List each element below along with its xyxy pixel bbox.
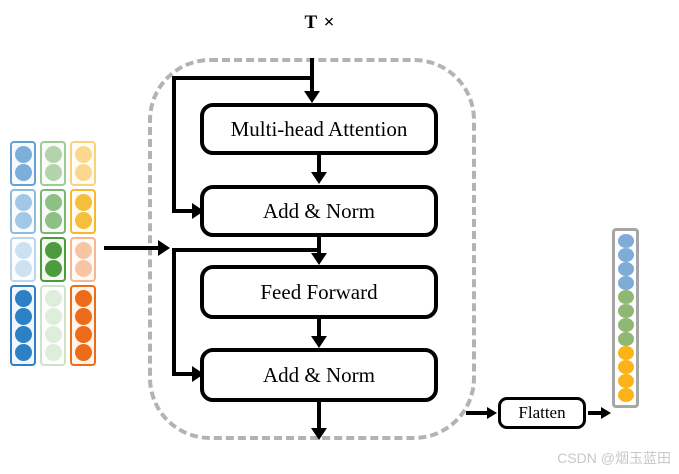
output-token-dot xyxy=(617,248,634,262)
input-token-dot xyxy=(44,212,62,229)
addnorm1-to-ff-arrow-head xyxy=(311,253,327,265)
flatten-to-output-arrow-head xyxy=(601,407,611,419)
input-token-dot xyxy=(74,212,92,229)
input-token-dot xyxy=(14,242,32,259)
input-token-dot xyxy=(74,344,92,361)
residual-2-vertical xyxy=(172,248,176,374)
input-token-cell xyxy=(10,141,36,186)
input-token-column xyxy=(40,141,66,366)
input-token-cell xyxy=(10,189,36,234)
input-token-dot xyxy=(14,146,32,163)
mha-to-addnorm1-line xyxy=(317,155,321,174)
residual-1-bottom xyxy=(172,209,194,213)
input-token-dot xyxy=(44,290,62,307)
input-token-cell xyxy=(40,237,66,282)
residual-1-top xyxy=(172,76,312,80)
residual-2-top xyxy=(172,248,319,252)
input-token-dot xyxy=(44,164,62,181)
input-token-dot xyxy=(74,326,92,343)
output-token-dot xyxy=(617,234,634,248)
input-token-dot xyxy=(14,290,32,307)
ff-to-addnorm2-arrow-head xyxy=(311,336,327,348)
input-token-dot xyxy=(44,344,62,361)
add-norm-1-label: Add & Norm xyxy=(263,198,375,223)
mha-to-addnorm1-arrow-head xyxy=(311,172,327,184)
ff-to-addnorm2-line xyxy=(317,319,321,340)
input-token-dot xyxy=(14,326,32,343)
input-token-dot xyxy=(14,212,32,229)
output-token-dot xyxy=(617,304,634,318)
input-token-dot xyxy=(14,308,32,325)
output-token-dot xyxy=(617,332,634,346)
encoder-output-arrow-head xyxy=(311,428,327,440)
add-norm-2-block[interactable]: Add & Norm xyxy=(200,348,438,402)
residual-1-vertical xyxy=(172,76,176,211)
input-token-dot xyxy=(74,164,92,181)
input-token-dot xyxy=(44,308,62,325)
entry-line xyxy=(310,58,314,94)
input-token-dot xyxy=(74,260,92,277)
output-token-dot xyxy=(617,318,634,332)
input-token-dot xyxy=(14,344,32,361)
addnorm1-to-ff-line xyxy=(317,237,321,257)
add-norm-2-label: Add & Norm xyxy=(263,362,375,387)
output-token-dot xyxy=(617,388,634,402)
input-token-dot xyxy=(74,290,92,307)
watermark: CSDN @烟玉蓝田 xyxy=(557,450,671,466)
repeat-count-label: T × xyxy=(304,12,336,33)
output-token-dot xyxy=(617,262,634,276)
input-token-cell xyxy=(40,189,66,234)
input-token-dot xyxy=(74,146,92,163)
input-token-cell xyxy=(70,285,96,366)
input-token-cell xyxy=(70,237,96,282)
flatten-to-output-line xyxy=(588,411,606,415)
encoder-to-flatten-line xyxy=(466,411,490,415)
input-token-cell xyxy=(10,285,36,366)
input-token-dot xyxy=(44,242,62,259)
input-token-cell xyxy=(10,237,36,282)
input-token-matrix xyxy=(10,141,96,366)
output-token-dot xyxy=(617,360,634,374)
feed-forward-label: Feed Forward xyxy=(260,279,378,304)
input-token-column xyxy=(10,141,36,366)
output-token-column xyxy=(612,228,639,408)
input-token-dot xyxy=(44,146,62,163)
input-token-cell xyxy=(70,189,96,234)
feed-forward-block[interactable]: Feed Forward xyxy=(200,265,438,319)
encoder-output-line xyxy=(317,402,321,432)
input-token-dot xyxy=(14,260,32,277)
output-token-dot xyxy=(617,374,634,388)
output-token-dot xyxy=(617,276,634,290)
input-token-cell xyxy=(40,141,66,186)
input-arrow-head xyxy=(158,240,170,256)
input-token-cell xyxy=(40,285,66,366)
entry-arrow-head xyxy=(304,91,320,103)
output-token-dot xyxy=(617,290,634,304)
input-token-dot xyxy=(74,194,92,211)
input-arrow-line xyxy=(104,246,160,250)
flatten-block[interactable]: Flatten xyxy=(498,397,586,429)
input-token-dot xyxy=(14,194,32,211)
add-norm-1-block[interactable]: Add & Norm xyxy=(200,185,438,237)
input-token-dot xyxy=(74,308,92,325)
input-token-dot xyxy=(74,242,92,259)
multi-head-attention-block[interactable]: Multi-head Attention xyxy=(200,103,438,155)
encoder-to-flatten-arrow-head xyxy=(487,407,497,419)
input-token-dot xyxy=(44,194,62,211)
input-token-cell xyxy=(70,141,96,186)
residual-2-bottom xyxy=(172,372,194,376)
flatten-block-label: Flatten xyxy=(518,403,566,422)
output-token-dot xyxy=(617,346,634,360)
input-token-dot xyxy=(14,164,32,181)
input-token-dot xyxy=(44,260,62,277)
multi-head-attention-label: Multi-head Attention xyxy=(230,116,408,141)
input-token-column xyxy=(70,141,96,366)
input-token-dot xyxy=(44,326,62,343)
